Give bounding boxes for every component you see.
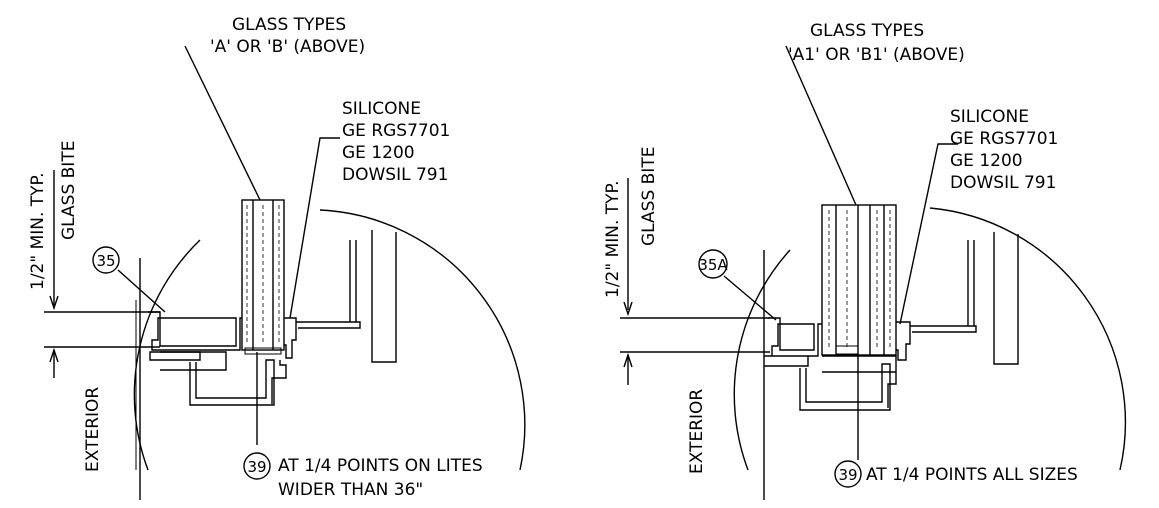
right-interior-fin — [910, 325, 977, 333]
right-setting-block — [835, 345, 859, 355]
left-setting-block — [244, 347, 282, 355]
right-silicone-line1: SILICONE — [950, 107, 1029, 127]
right-dim-text-2: GLASS BITE — [639, 147, 659, 246]
right-glass-types-line1: GLASS TYPES — [810, 21, 924, 41]
left-dim-arrow-up — [49, 347, 59, 363]
left-sill — [160, 351, 287, 404]
left-glass-types-leader — [184, 45, 261, 201]
right-silicone-leader — [899, 143, 958, 325]
left-note-line1: AT 1/4 POINTS ON LITES — [278, 456, 483, 476]
right-dim-arrow-up — [623, 352, 633, 368]
right-detail-circle — [733, 249, 791, 471]
left-silicone-line3: GE 1200 — [342, 143, 415, 163]
right-dim-text-1: 1/2" MIN. TYP. — [603, 180, 623, 298]
left-frame-profile — [148, 311, 275, 406]
left-dim-text-2: GLASS BITE — [59, 141, 79, 240]
right-glass-types-leader — [785, 45, 857, 206]
right-silicone-line2: GE RGS7701 — [950, 129, 1058, 149]
left-dim-text-1: 1/2" MIN. TYP. — [28, 172, 48, 290]
right-tag-39-label: 39 — [838, 466, 857, 484]
right-detail: 35A 39 GLASS TYPES 'A1' OR 'B1' (ABOVE) … — [603, 21, 1127, 500]
right-silicone-line4: DOWSIL 791 — [950, 173, 1056, 193]
left-tag-39-circle — [243, 452, 271, 480]
left-silicone-line2: GE RGS7701 — [342, 121, 450, 141]
right-tag-35a-label: 35A — [698, 256, 728, 274]
left-detail-circle-right — [319, 209, 526, 471]
left-glass-types-line2: 'A' OR 'B' (ABOVE) — [210, 37, 365, 57]
right-interior-wall — [967, 232, 1019, 365]
right-glazing-stop — [896, 321, 911, 361]
left-exterior-label: EXTERIOR — [83, 387, 103, 472]
left-silicone-line1: SILICONE — [342, 99, 421, 119]
right-tag-39-circle — [834, 460, 862, 488]
right-dim-arrow-down — [623, 301, 633, 317]
right-note-line1: AT 1/4 POINTS ALL SIZES — [866, 465, 1078, 485]
left-tag-35-circle — [92, 246, 120, 274]
left-tag-35-label: 35 — [96, 252, 115, 270]
right-tag-35a-leader — [723, 275, 777, 321]
right-frame-profile — [764, 317, 891, 411]
right-glass-unit — [821, 204, 897, 356]
right-tag-35a-circle — [698, 249, 728, 279]
left-silicone-leader — [289, 137, 340, 319]
left-dim-arrow-down — [49, 295, 59, 311]
right-exterior-label: EXTERIOR — [687, 389, 707, 474]
left-glass-unit — [241, 199, 285, 351]
right-detail-circle-right — [929, 207, 1127, 471]
left-note-line2: WIDER THAN 36" — [278, 480, 423, 500]
left-detail-circle — [133, 239, 201, 471]
left-interior-fin — [296, 321, 361, 329]
left-interior-wall — [349, 230, 397, 363]
left-glass-types-line1: GLASS TYPES — [232, 15, 346, 35]
left-tag-35-leader — [117, 269, 166, 313]
left-detail: 35 39 GLASS TYPES 'A' OR 'B' (ABOVE) SIL… — [28, 15, 526, 500]
left-silicone-line4: DOWSIL 791 — [342, 165, 448, 185]
right-sill — [822, 355, 897, 408]
left-glazing-stop — [284, 317, 297, 359]
right-glass-types-line2: 'A1' OR 'B1' (ABOVE) — [788, 45, 965, 65]
left-tag-39-label: 39 — [247, 458, 266, 476]
right-silicone-line3: GE 1200 — [950, 151, 1023, 171]
